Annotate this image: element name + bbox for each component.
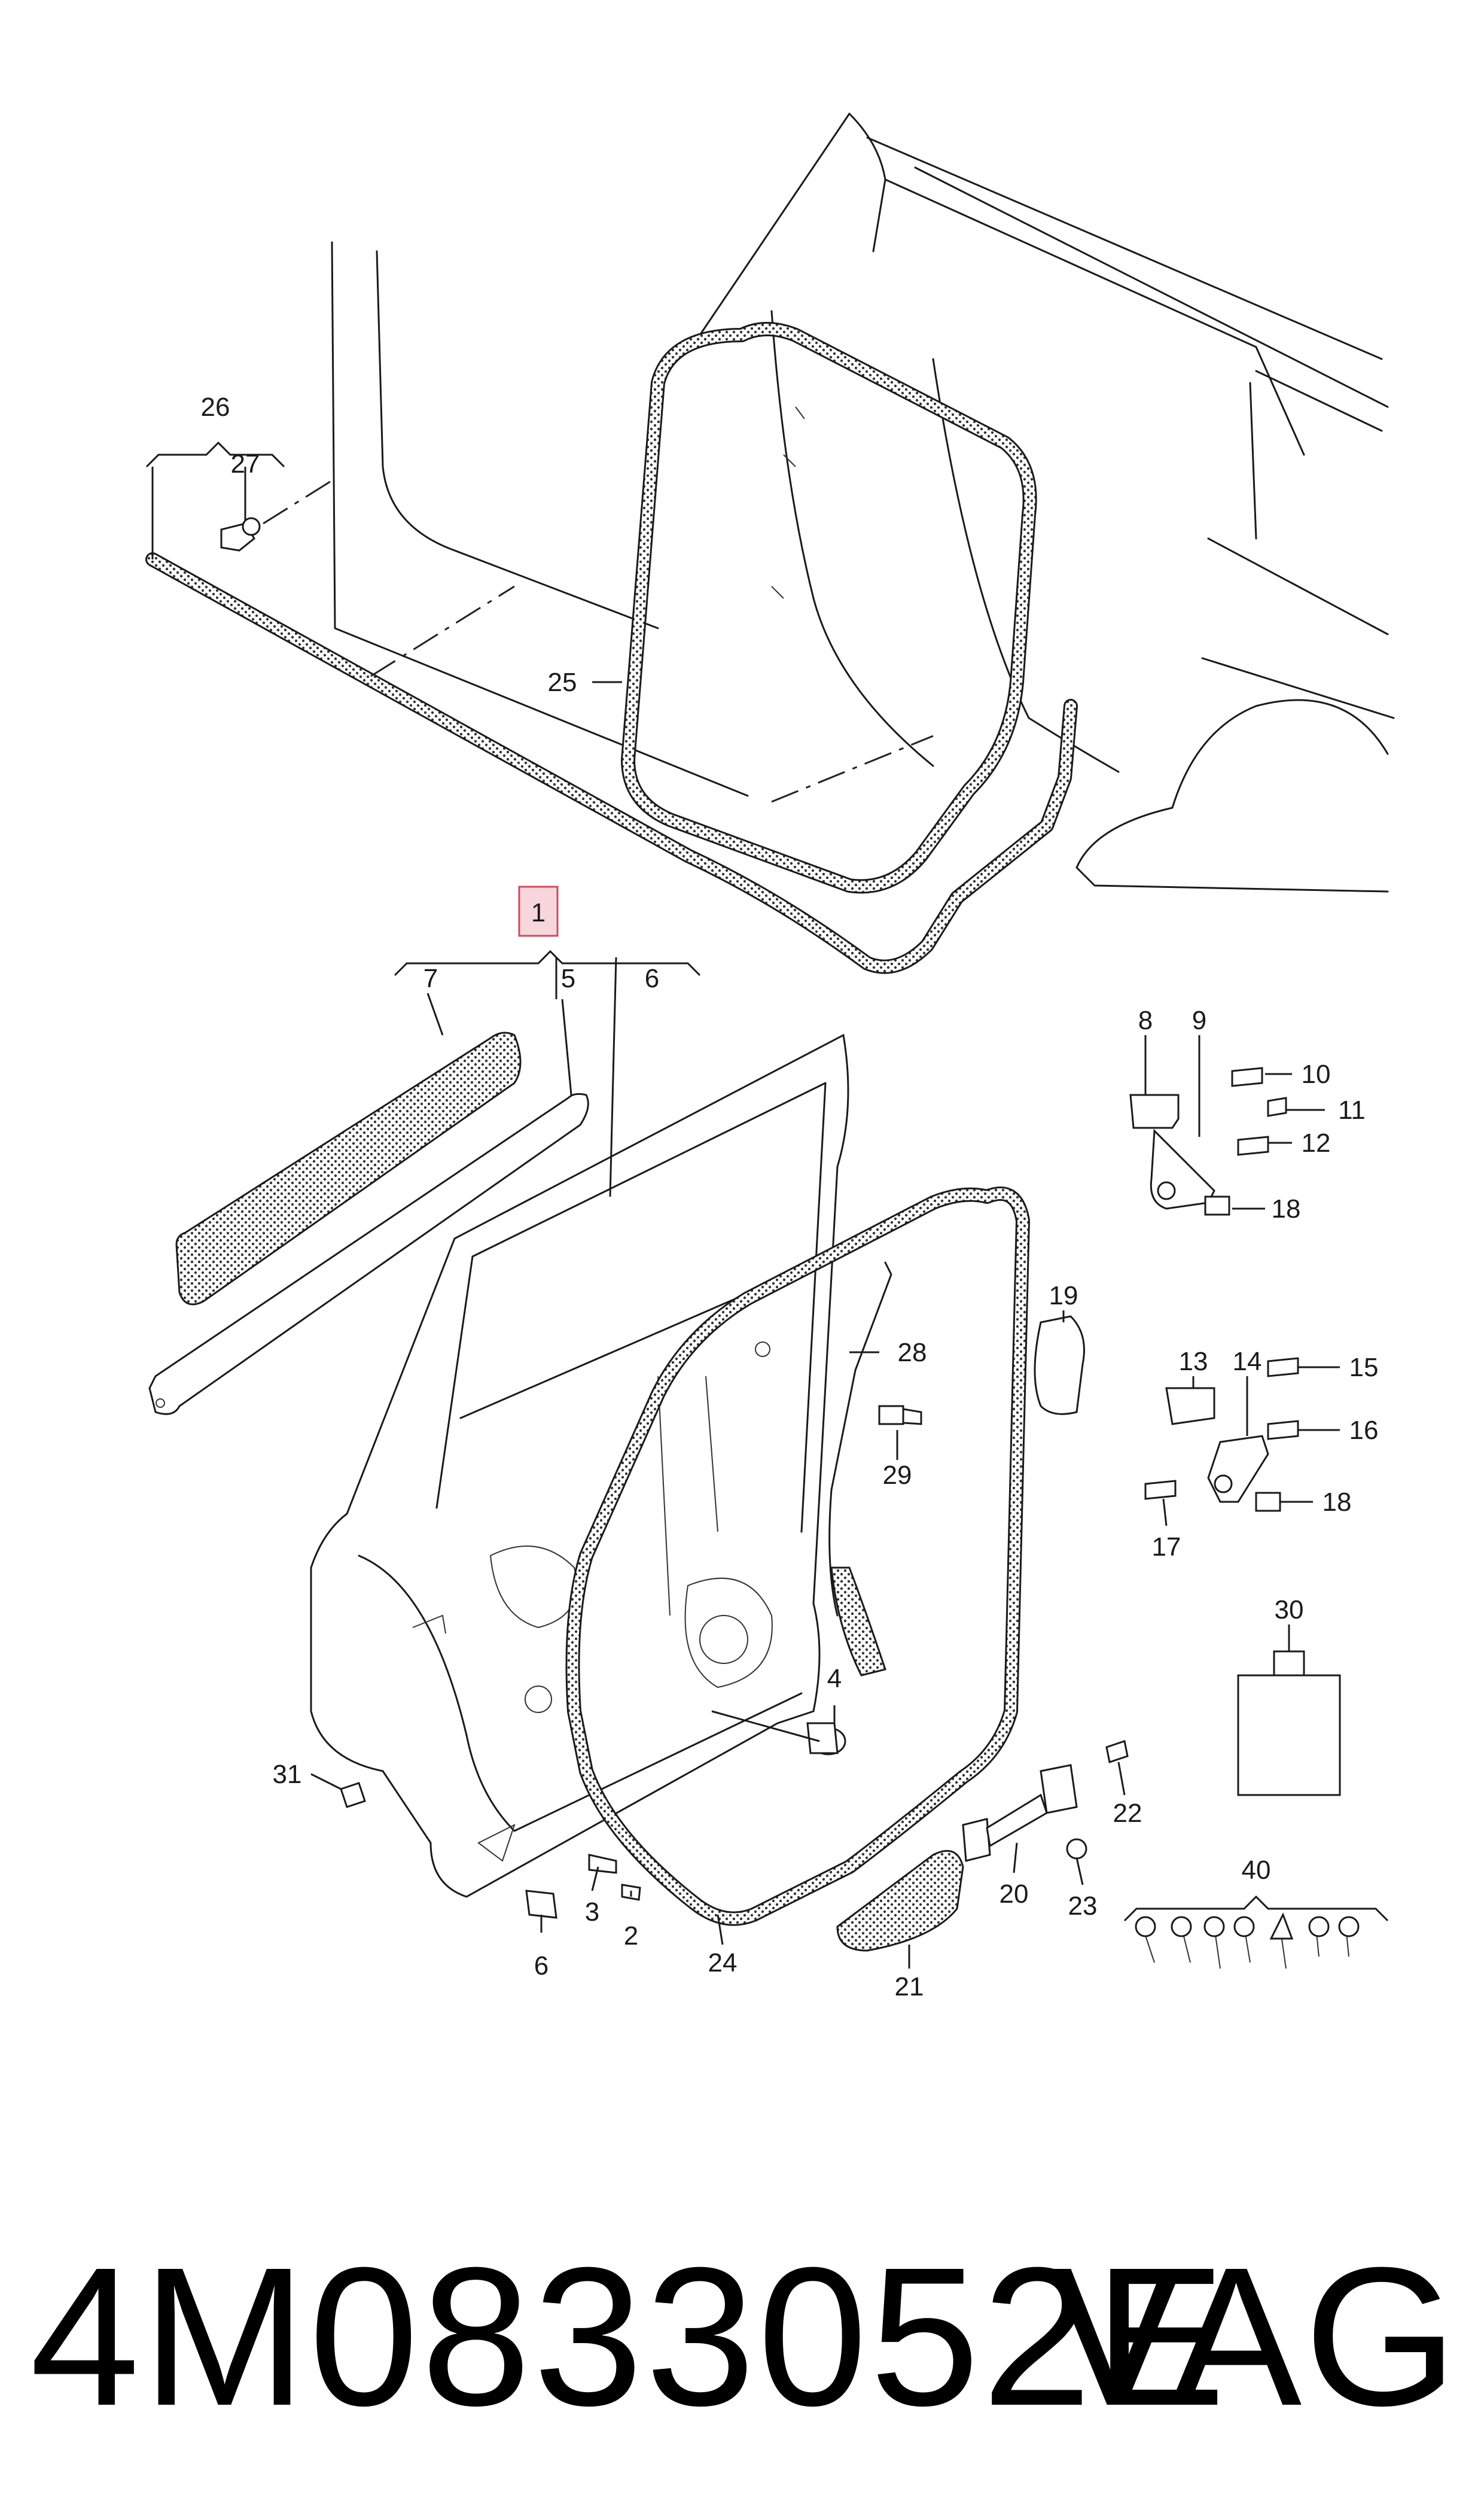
callout-28: 28 <box>898 1338 927 1367</box>
bolts-22-23 <box>1066 1740 1129 1860</box>
rear-door-shell <box>310 1033 849 1898</box>
callout-24: 24 <box>708 1948 738 1978</box>
callout-40: 40 <box>1242 1855 1271 1885</box>
cap-18-upper <box>1204 1195 1230 1216</box>
group-brackets <box>145 441 1389 1922</box>
trim-panel-7 <box>175 1032 522 1306</box>
callout-14: 14 <box>1233 1347 1262 1376</box>
callout-3: 3 <box>585 1897 599 1927</box>
callout-10: 10 <box>1302 1060 1331 1089</box>
window-strip-5 <box>148 1093 589 1415</box>
callout-1: 1 <box>531 898 546 927</box>
callout-22: 22 <box>1113 1799 1142 1828</box>
bolts-15-16-17 <box>1144 1357 1299 1500</box>
cover-21 <box>836 1849 964 1952</box>
callout-15: 15 <box>1349 1353 1379 1382</box>
callout-12: 12 <box>1302 1128 1331 1158</box>
footer: 4M0833052E VAG <box>0 2238 1484 2489</box>
part-number: 4M0833052E <box>30 2226 1229 2447</box>
callout-6: 6 <box>645 964 659 993</box>
bolt-6-lower <box>525 1890 557 1919</box>
callout-30: 30 <box>1275 1595 1304 1624</box>
callout-27: 27 <box>231 449 260 479</box>
channel-seal-28 <box>828 1261 892 1677</box>
callout-7: 7 <box>423 964 438 993</box>
upper-hinge-8-9 <box>1129 1094 1215 1210</box>
door-opening-seal-25 <box>621 322 1037 894</box>
brand-label: VAG <box>1050 2226 1460 2447</box>
callout-25: 25 <box>548 668 577 697</box>
callout-9: 9 <box>1192 1006 1206 1035</box>
buffer-19 <box>1034 1315 1085 1415</box>
door-check-20 <box>962 1764 1078 1862</box>
bolts-10-11-12 <box>1231 1067 1287 1156</box>
callout-23: 23 <box>1068 1891 1098 1921</box>
grommet-4 <box>806 1722 846 1756</box>
highlight-box-1 <box>518 886 559 937</box>
callout-11: 11 <box>1338 1096 1366 1125</box>
clip-27 <box>220 517 261 552</box>
paint-bottle-30 <box>1237 1650 1341 1796</box>
callout-18-lower: 18 <box>1323 1487 1352 1517</box>
exploded-parts-diagram: 1 2 3 4 5 6 6 7 8 9 10 11 12 13 14 15 16… <box>145 112 1395 2001</box>
callout-19: 19 <box>1049 1281 1078 1310</box>
callout-26: 26 <box>201 393 230 422</box>
bolt-31 <box>340 1782 366 1808</box>
callout-17: 17 <box>1152 1532 1181 1562</box>
sill-trim-strip-26 <box>145 552 1078 974</box>
callout-18-upper: 18 <box>1272 1194 1301 1224</box>
callout-labels: 1 2 3 4 5 6 6 7 8 9 10 11 12 13 14 15 16… <box>201 393 1379 2001</box>
callout-13: 13 <box>1179 1347 1208 1376</box>
callout-31: 31 <box>273 1760 302 1789</box>
callout-16: 16 <box>1349 1416 1379 1445</box>
callout-21: 21 <box>895 1972 924 2001</box>
pin-29 <box>878 1405 922 1425</box>
pins-2-3 <box>588 1854 641 1901</box>
callout-29: 29 <box>883 1461 912 1490</box>
door-seal-24 <box>565 1187 1030 1926</box>
callout-2: 2 <box>624 1921 638 1951</box>
lower-hinge-13-14 <box>1165 1387 1269 1503</box>
cap-18-lower <box>1255 1492 1281 1512</box>
fastener-set-40 <box>1135 1912 1360 1969</box>
leader-lines <box>151 467 1340 1969</box>
callout-6-lower: 6 <box>534 1951 548 1980</box>
callout-5: 5 <box>561 964 575 993</box>
callout-4: 4 <box>827 1664 842 1693</box>
vehicle-body-outline <box>331 112 1395 893</box>
callout-20: 20 <box>1000 1879 1029 1909</box>
callout-8: 8 <box>1138 1006 1153 1035</box>
